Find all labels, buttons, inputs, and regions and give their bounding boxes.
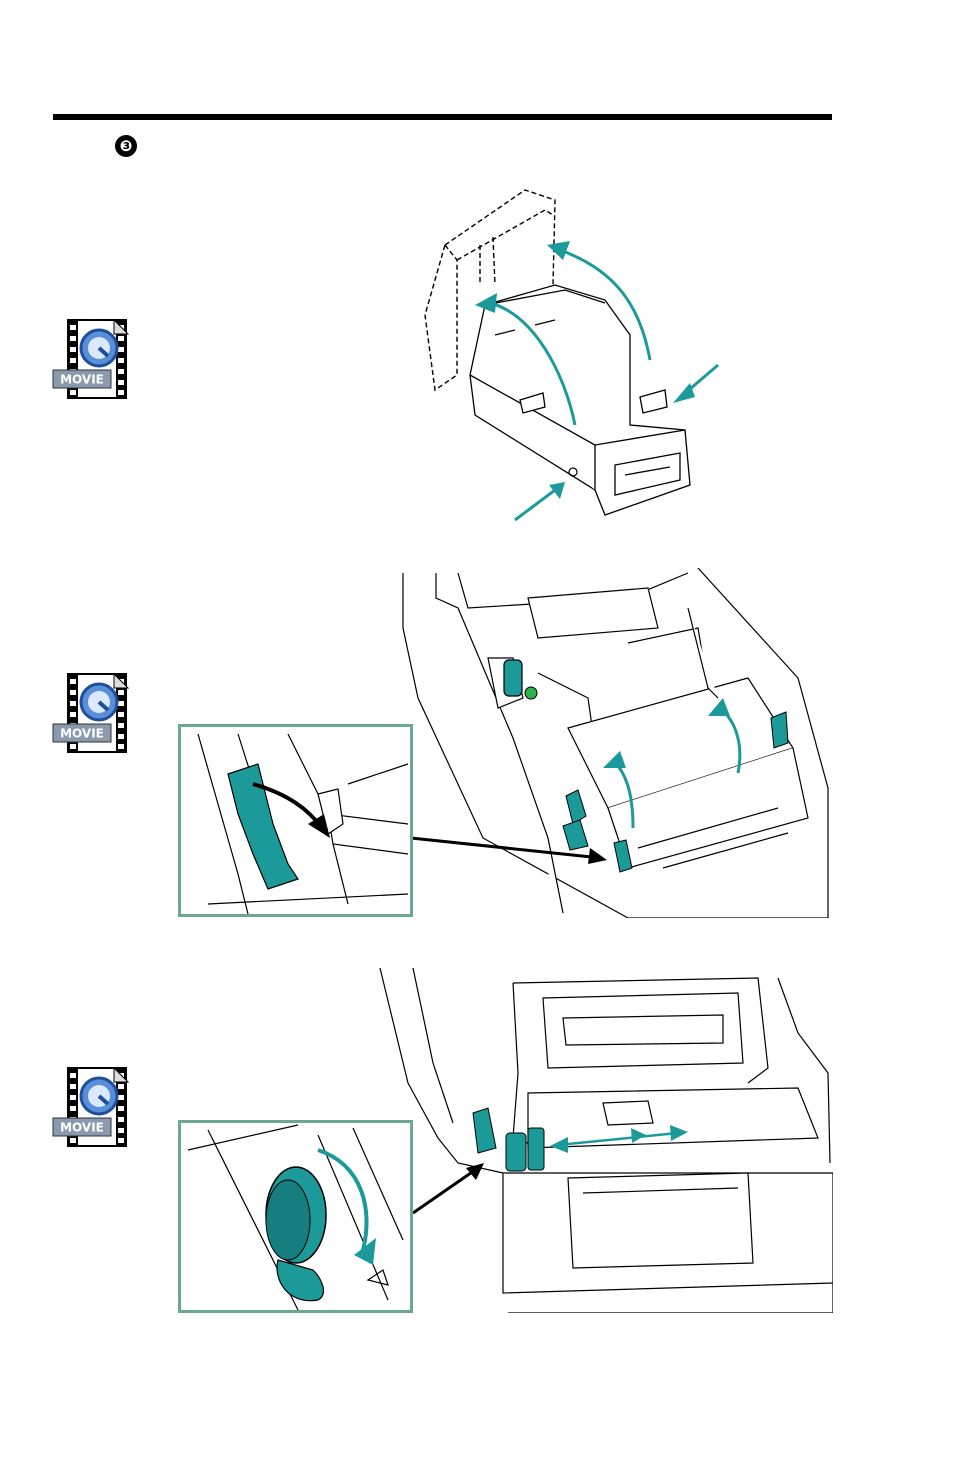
movie-icon-label: MOVIE — [60, 373, 104, 387]
printer-open-cover-illustration — [415, 185, 725, 525]
ribbon-gear-inset — [178, 1120, 413, 1313]
movie-icon[interactable]: MOVIE — [52, 1066, 132, 1148]
step-number-badge: ❸ — [115, 135, 137, 157]
printer-ribbon-illustration — [378, 963, 833, 1313]
movie-icon[interactable]: MOVIE — [52, 672, 132, 754]
printer-release-lever-illustration — [388, 568, 833, 918]
header-rule — [53, 114, 832, 120]
release-lever-inset — [178, 724, 413, 917]
movie-icon-label: MOVIE — [60, 727, 104, 741]
movie-icon[interactable]: MOVIE — [52, 318, 132, 400]
movie-icon-label: MOVIE — [60, 1121, 104, 1135]
